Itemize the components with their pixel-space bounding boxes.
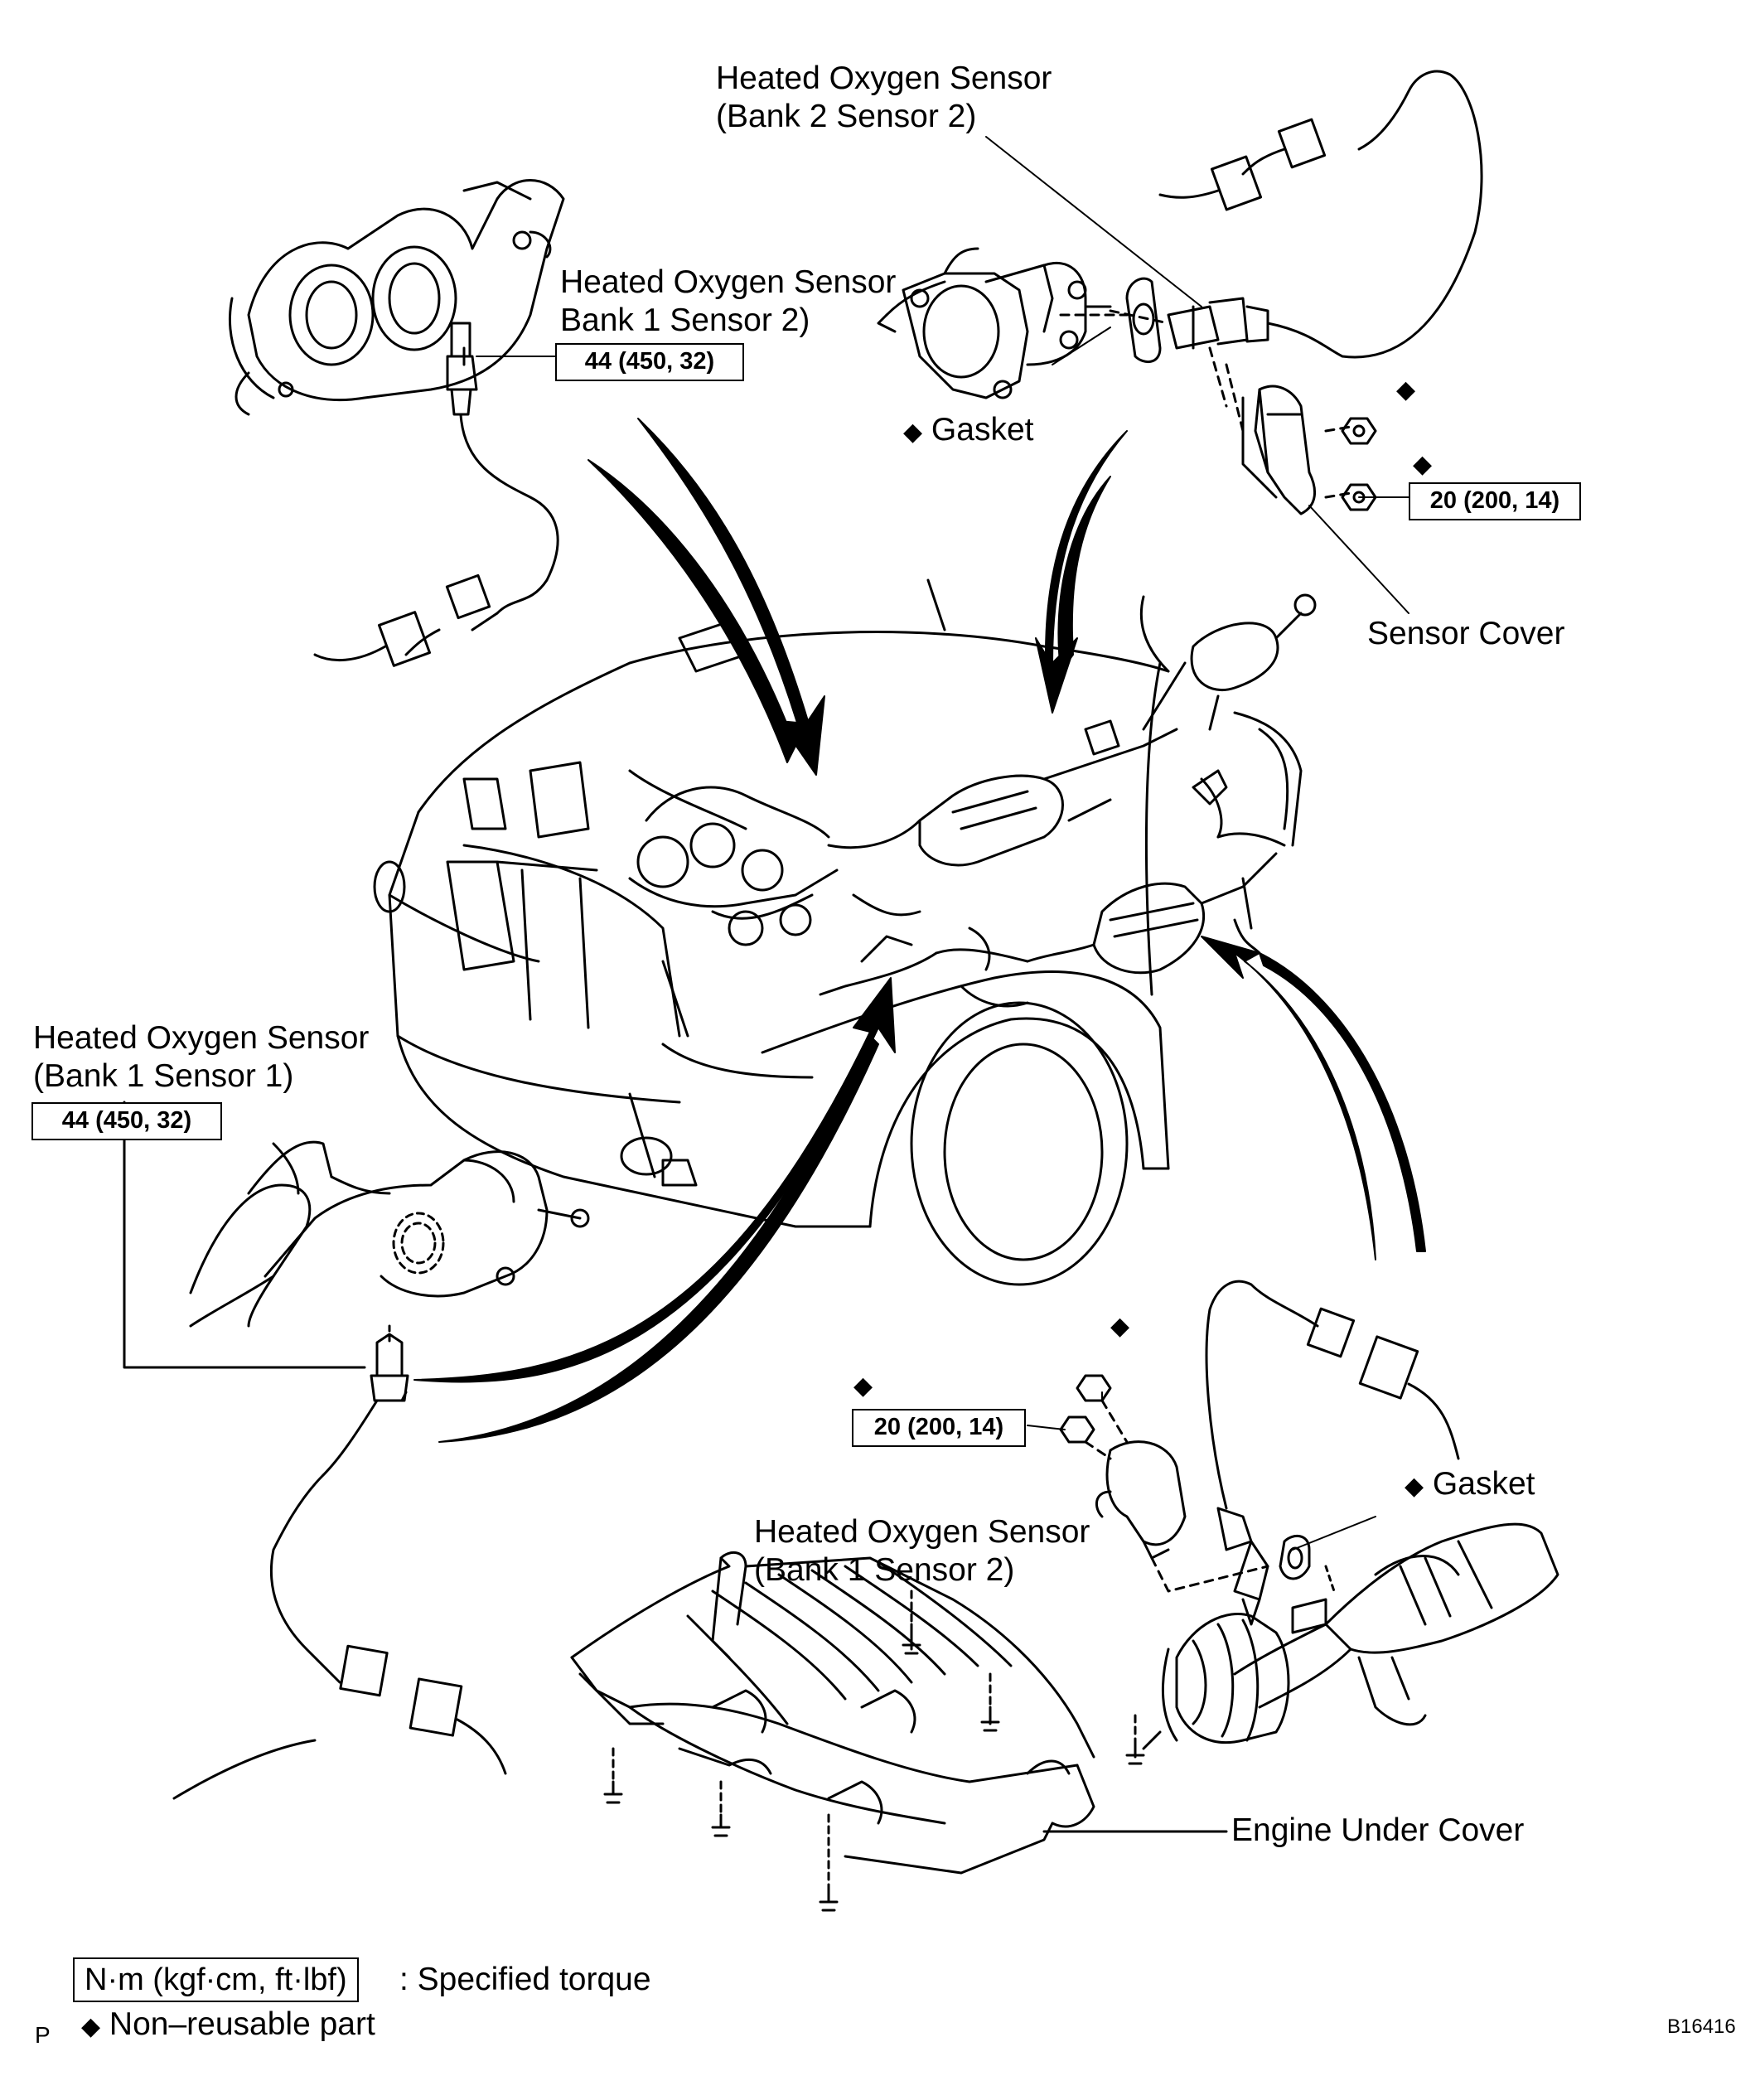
- left-manifold: [123, 1101, 590, 1800]
- gasket-bottom-text: Gasket: [1432, 1466, 1535, 1502]
- vehicle-outline: [373, 578, 1170, 1286]
- legend-nonreusable: ◆ Non–reusable part: [81, 2006, 375, 2046]
- label-b1s2-top-line2: Bank 1 Sensor 2): [560, 302, 810, 338]
- top-right-assembly: [877, 70, 1483, 515]
- nonreusable-diamond-icon: ◆: [853, 1372, 873, 1400]
- label-b1s1-line1: Heated Oxygen Sensor: [33, 1020, 370, 1056]
- torque-box-b1s2-top: 44 (450, 32): [555, 343, 744, 381]
- gasket-top-text: Gasket: [931, 412, 1034, 448]
- legend-torque-units-box: N·m (kgf·cm, ft·lbf): [73, 1957, 359, 2002]
- nonreusable-diamond-icon: ◆: [1110, 1313, 1130, 1340]
- engine-under-cover: [570, 1551, 1228, 1912]
- nonreusable-diamond-icon: ◆: [81, 2013, 101, 2040]
- label-b1s2-bottom-line1: Heated Oxygen Sensor: [754, 1514, 1090, 1550]
- label-b1s2-top-line1: Heated Oxygen Sensor: [560, 264, 897, 300]
- nonreusable-diamond-icon: ◆: [1413, 451, 1433, 478]
- legend-torque-description: : Specified torque: [399, 1962, 651, 1997]
- legend-nonreusable-text: Non–reusable part: [109, 2006, 375, 2042]
- figure-id: B16416: [1667, 2015, 1736, 2038]
- footer-left-mark: P: [35, 2022, 51, 2048]
- label-gasket-top: ◆ Gasket: [903, 411, 1033, 452]
- leader-lines: [476, 136, 1409, 1551]
- top-left-manifold: [228, 179, 565, 667]
- nonreusable-diamond-icon: ◆: [1405, 1473, 1424, 1500]
- bottom-right-assembly: [1059, 1280, 1559, 1750]
- torque-box-bottom-nut: 20 (200, 14): [852, 1409, 1026, 1447]
- label-gasket-bottom: ◆ Gasket: [1405, 1465, 1535, 1506]
- torque-box-sensor-cover: 20 (200, 14): [1409, 482, 1581, 520]
- direction-arrows: [413, 418, 1426, 1443]
- nonreusable-diamond-icon: ◆: [903, 419, 923, 446]
- label-b2s2-line2: (Bank 2 Sensor 2): [716, 99, 977, 134]
- label-sensor-cover: Sensor Cover: [1367, 616, 1565, 651]
- label-engine-under-cover: Engine Under Cover: [1231, 1812, 1525, 1848]
- nonreusable-diamond-icon: ◆: [1396, 376, 1416, 404]
- label-b1s1-line2: (Bank 1 Sensor 1): [33, 1058, 294, 1094]
- torque-box-b1s1: 44 (450, 32): [31, 1102, 222, 1140]
- label-b2s2-line1: Heated Oxygen Sensor: [716, 60, 1052, 96]
- engine-exhaust-assembly: [628, 593, 1317, 1008]
- label-b1s2-bottom-line2: (Bank 1 Sensor 2): [754, 1552, 1015, 1588]
